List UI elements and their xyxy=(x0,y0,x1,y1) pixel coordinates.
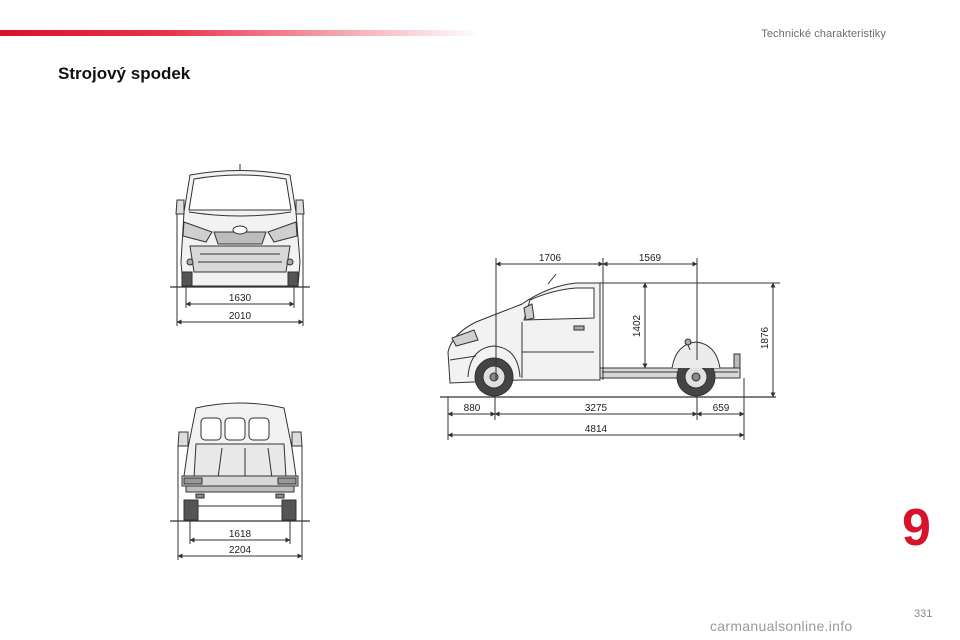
front-track-label: 1630 xyxy=(229,293,252,304)
rear-track-label: 1618 xyxy=(229,529,252,540)
section-title: Technické charakteristiky xyxy=(761,28,886,40)
wheelbase-label: 3275 xyxy=(585,403,608,414)
side-view-drawing xyxy=(440,258,780,440)
platform-length-label: 1569 xyxy=(639,253,662,264)
front-view-drawing xyxy=(170,164,310,326)
front-overhang-label: 880 xyxy=(464,403,481,414)
page-number: 331 xyxy=(914,608,933,620)
rear-overhang-label: 659 xyxy=(713,403,730,414)
platform-height-label: 1402 xyxy=(632,314,643,337)
chapter-number: 9 xyxy=(902,499,931,557)
total-height-label: 1876 xyxy=(760,326,771,349)
cab-length-label: 1706 xyxy=(539,253,562,264)
page-title: Strojový spodek xyxy=(58,64,191,83)
watermark: carmanualsonline.info xyxy=(710,618,853,634)
total-length-label: 4814 xyxy=(585,424,608,435)
header-accent-bar xyxy=(0,30,480,36)
rear-width-label: 2204 xyxy=(229,545,252,556)
rear-view-drawing xyxy=(170,402,310,560)
front-width-label: 2010 xyxy=(229,311,252,322)
